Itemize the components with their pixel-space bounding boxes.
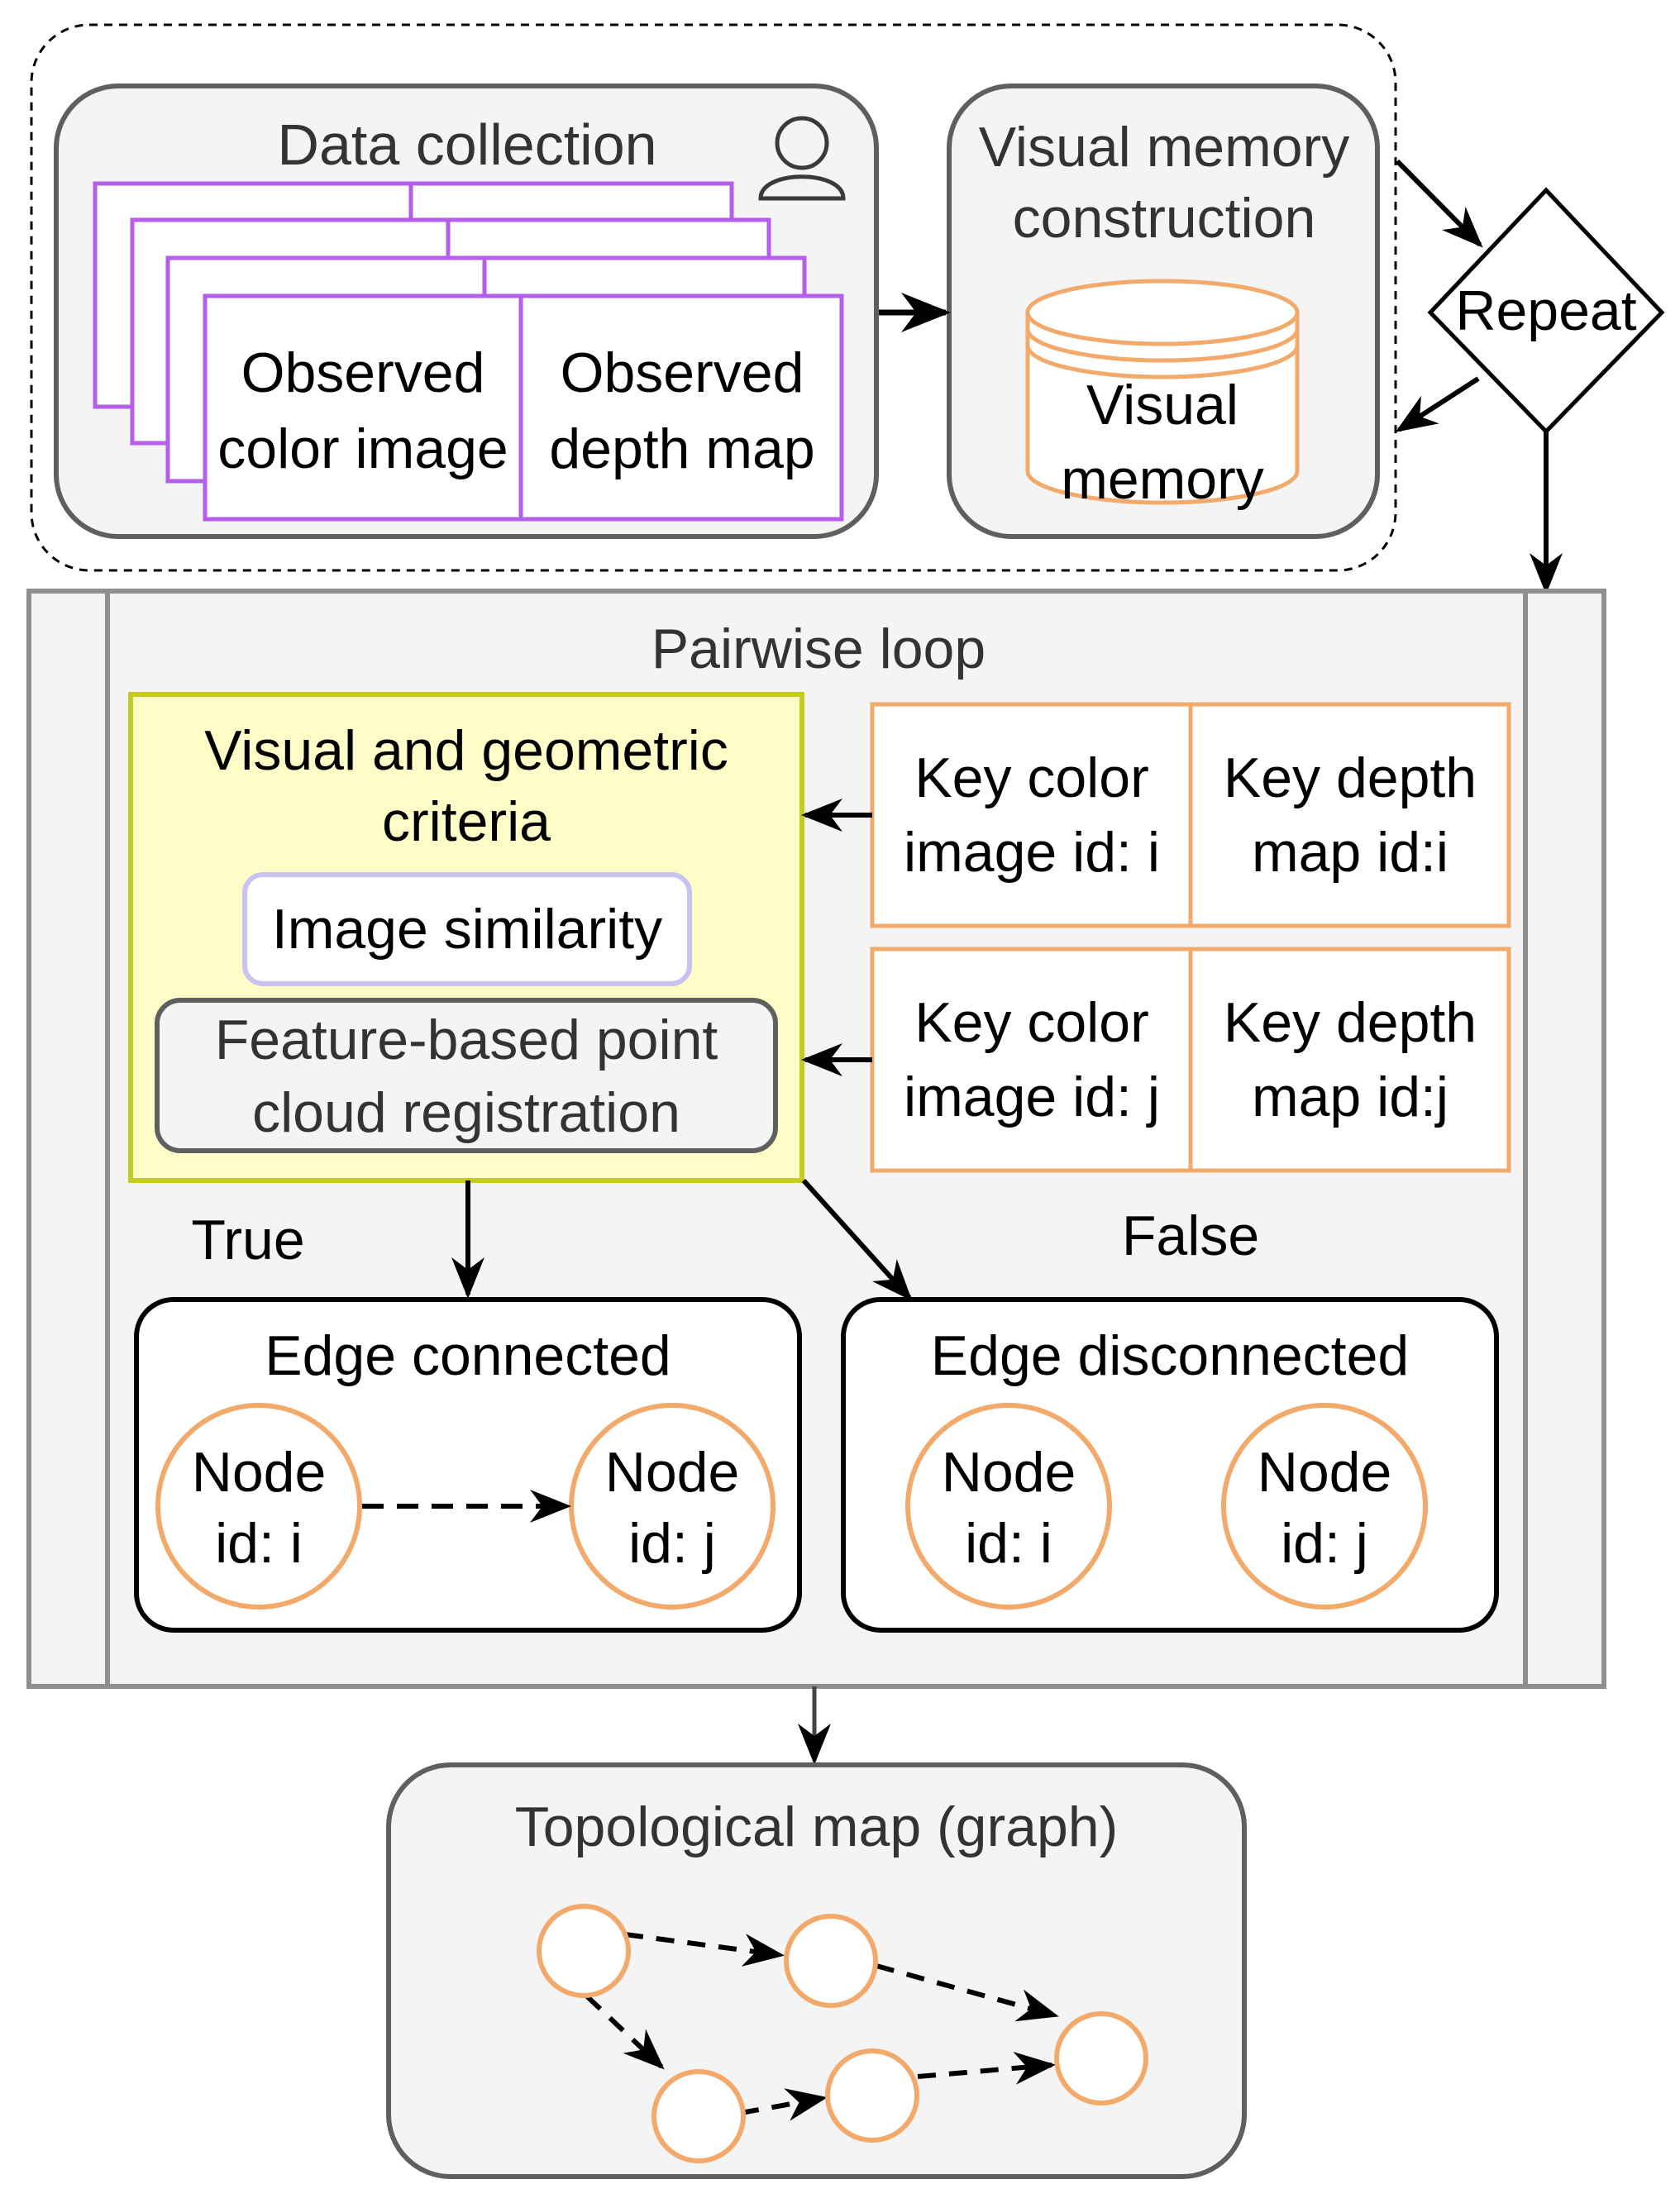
graph-nodes — [537, 1904, 1148, 2163]
graph-node — [784, 1914, 878, 2008]
graph-edge — [624, 1932, 785, 1967]
graph-node — [537, 1904, 631, 1998]
visual-memory-label: Visual memory — [1061, 374, 1264, 511]
registration-box — [155, 998, 778, 1153]
graph-node — [825, 2048, 919, 2143]
false-label: False — [1121, 1204, 1260, 1267]
observed-depth-map-label: Observed depth map — [549, 341, 815, 480]
key-color-image-j-label: Key color image id: j — [904, 991, 1160, 1128]
database-cylinder-icon — [1025, 279, 1300, 505]
image-similarity-label: Image similarity — [271, 898, 663, 961]
topological-map-title: Topological map (graph) — [514, 1796, 1119, 1858]
upper-dashed-boundary — [30, 23, 1397, 572]
graph-node — [1054, 2011, 1148, 2106]
data-collection-title: Data collection — [277, 112, 657, 177]
graph-node — [651, 2069, 746, 2163]
key-depth-map-i-label: Key depth map id:i — [1223, 746, 1477, 884]
key-depth-map-j-label: Key depth map id:j — [1223, 991, 1477, 1128]
node-j-connected-label: Node id: j — [604, 1441, 740, 1575]
node-circle-i-disconnected — [905, 1403, 1112, 1610]
graph-edge — [585, 1994, 665, 2070]
key-color-image-i-label: Key color image id: i — [904, 746, 1160, 884]
user-icon — [758, 116, 846, 201]
true-label: True — [191, 1209, 305, 1271]
edge-connected-title: Edge connected — [265, 1324, 671, 1387]
edge-disconnected-title: Edge disconnected — [930, 1324, 1410, 1387]
node-j-disconnected-label: Node id: j — [1257, 1441, 1392, 1575]
visual-memory-construction-title: Visual memory construction — [978, 116, 1350, 250]
arrow-false — [801, 1178, 913, 1301]
node-circle-j-disconnected — [1221, 1403, 1428, 1610]
key-frame-j — [870, 947, 1511, 1173]
arrow-memory-to-repeat — [1395, 159, 1483, 248]
observed-color-image-label: Observed color image — [217, 341, 508, 480]
node-i-disconnected-label: Node id: i — [941, 1441, 1076, 1575]
node-circle-i-connected — [155, 1403, 362, 1610]
image-similarity-box — [242, 872, 692, 986]
graph-edge — [740, 2088, 828, 2121]
node-circle-j-connected — [569, 1403, 776, 1610]
registration-label: Feature-based point cloud registration — [214, 1009, 718, 1144]
observed-frames-stack — [93, 181, 844, 522]
arrow-repeat-back — [1395, 376, 1480, 432]
criteria-title: Visual and geometric criteria — [204, 719, 728, 853]
pairwise-loop-title: Pairwise loop — [651, 618, 986, 680]
node-i-connected-label: Node id: i — [191, 1441, 327, 1575]
key-frame-i — [870, 702, 1511, 928]
repeat-label: Repeat — [1455, 279, 1637, 342]
graph-edge — [917, 2051, 1056, 2085]
graph-edges — [585, 1932, 1059, 2121]
